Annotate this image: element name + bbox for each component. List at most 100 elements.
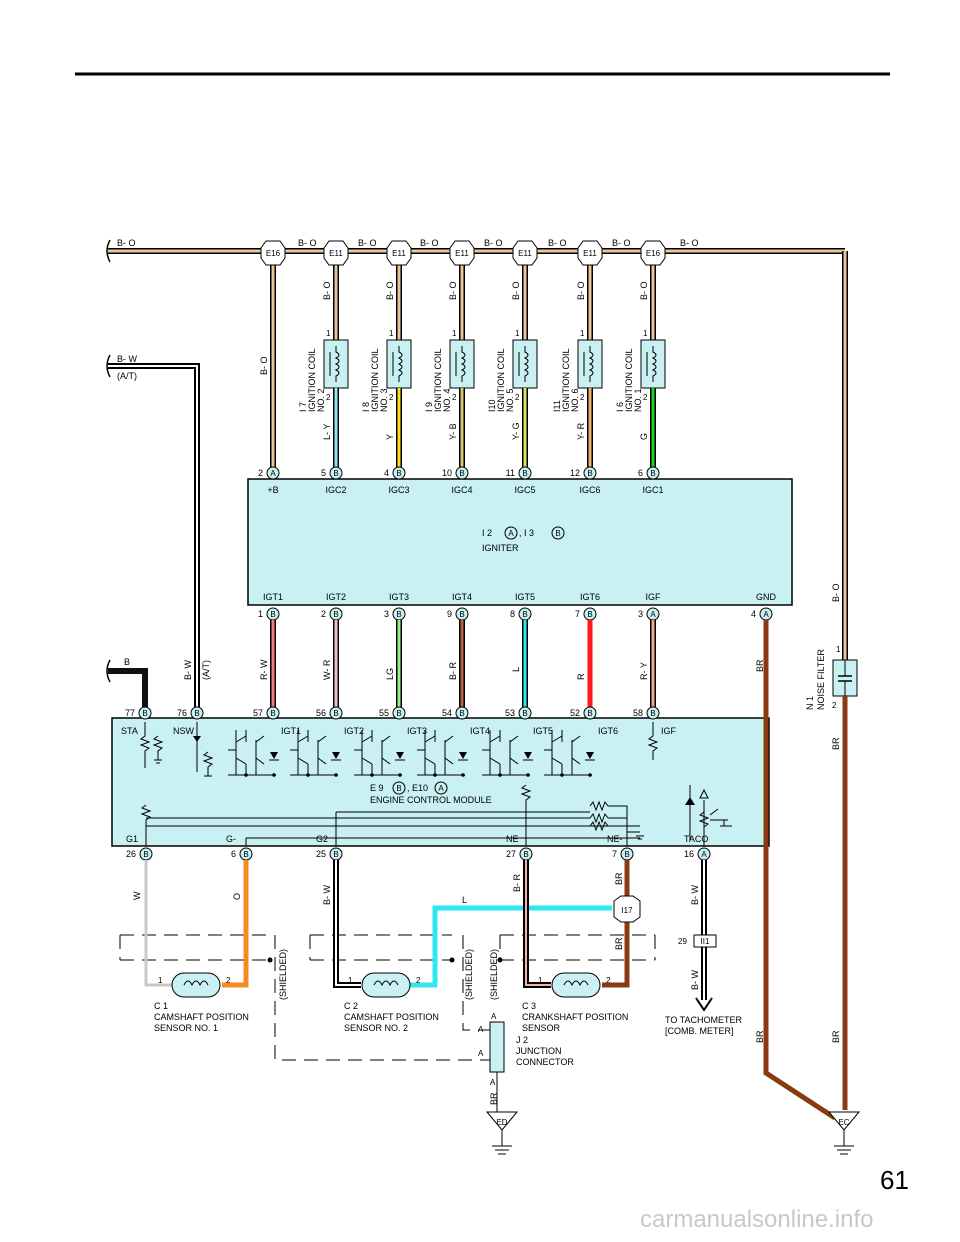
sensor-id: C 3	[522, 1001, 536, 1011]
coil-id: I 7	[298, 402, 308, 412]
coil-bottom-wire-label: Y	[385, 434, 395, 440]
b-break-icon	[106, 659, 111, 683]
g2-wire-label: B- W	[322, 884, 332, 905]
igniter-bottom-pin-label: B	[459, 610, 464, 619]
shielded-label-2: (SHIELDED)	[464, 949, 474, 1000]
ecm-bottom-pin-label: B	[243, 850, 248, 859]
sensor-pin2: 2	[606, 976, 611, 985]
b-wire-label: B	[124, 657, 130, 667]
igniter-top-pin-label: +B	[267, 485, 278, 495]
coil-pin1: 1	[580, 329, 585, 338]
igniter-bottom-pin-label: IGT6	[580, 592, 600, 602]
ecm-top-pin-num: 55	[379, 708, 389, 718]
coil-pin2: 2	[515, 393, 520, 402]
igt-wire-label: L	[511, 667, 521, 672]
noise-filter-id: N 1	[805, 696, 815, 710]
j2-pin-a2: A	[478, 1025, 484, 1034]
igniter-bottom-pin-label: GND	[756, 592, 777, 602]
coil-top-wire-label: B- O	[639, 281, 649, 300]
svg-text:, I 3: , I 3	[519, 528, 534, 538]
gnd-wire-label: BR	[755, 659, 765, 672]
ecm-top-pin-num: 56	[316, 708, 326, 718]
ecm-title: E 9 B , E10 A ENGINE CONTROL MODULE	[370, 781, 492, 805]
ecm-top-pin-label: B	[587, 709, 592, 718]
bus-connector-label: E16	[266, 249, 281, 258]
igt-wire: W- R	[322, 620, 339, 707]
igniter-bottom-pin-label: A	[763, 610, 769, 619]
igt-wire: R- Y	[639, 620, 656, 707]
coil-number: NO. 3	[379, 388, 389, 412]
noise-filter-wire-top: B- O	[831, 583, 841, 602]
igt-wire: L	[511, 620, 528, 707]
sensor-pin2: 2	[416, 976, 421, 985]
bus-connector: E11	[323, 240, 349, 266]
coil-name: IGNITION COIL	[307, 348, 317, 412]
gnd-wire-label-2: BR	[755, 1030, 765, 1043]
j2-pin-a4: A	[490, 1078, 496, 1087]
gnd-wire	[763, 620, 848, 1121]
bus-segment-label: B- O	[484, 238, 503, 248]
ecm-bottom-pin-label: G-	[226, 834, 236, 844]
j2-line1: JUNCTION	[516, 1046, 562, 1056]
coil-id: I 8	[361, 402, 371, 412]
sensor-pin1: 1	[348, 976, 353, 985]
neminus-wire-label-2: BR	[614, 937, 624, 950]
ecm-top-pin-label: IGT2	[344, 726, 364, 736]
coil-bottom-wire-label: Y- R	[576, 422, 586, 440]
igniter-bottom-pin-label: IGT1	[263, 592, 283, 602]
j2-pin-a3: A	[478, 1049, 484, 1058]
bus-connector-label: E11	[518, 249, 532, 258]
sensor-pin1: 1	[158, 976, 163, 985]
coil-pin1: 1	[326, 329, 331, 338]
coil-id: I11	[552, 400, 562, 412]
plus-b-wire-label: B- O	[259, 356, 269, 375]
bus-connector-label: E11	[392, 249, 406, 258]
coil-pin1: 1	[643, 329, 648, 338]
ecm-bottom-pin-num: 6	[231, 849, 236, 859]
igniter-bottom-pin-num: 3	[638, 609, 643, 619]
bus-connector-label: E11	[329, 249, 343, 258]
noise-filter-pin1: 1	[836, 645, 841, 654]
sensor-id: C 2	[344, 1001, 358, 1011]
ecm-bottom-pin-label: B	[624, 850, 629, 859]
ecm-top-pin-label: B	[396, 709, 401, 718]
coil-bottom-wire-label: Y- G	[511, 422, 521, 440]
coil-bottom-wire-label: G	[639, 433, 649, 440]
bus-connector: E11	[386, 240, 412, 266]
ecm-bottom-pin-num: 7	[612, 849, 617, 859]
sensor-pin1: 1	[538, 976, 543, 985]
ecm-top-pin-label: IGF	[661, 726, 677, 736]
igniter-top-pin-label: IGC4	[451, 485, 472, 495]
bus-connector: E11	[577, 240, 603, 266]
bw-wire-label-vertical: B- W	[183, 659, 193, 680]
ecm-top-pin-label: IGT6	[598, 726, 618, 736]
bus-connector-label: E16	[646, 249, 661, 258]
svg-text:, E10: , E10	[407, 783, 428, 793]
igniter-top-pin-label: A	[270, 469, 276, 478]
ecm-top-pin-label: B	[333, 709, 338, 718]
igt-wire-label: W- R	[322, 659, 332, 680]
ecm-bottom-pin-label: G1	[126, 834, 138, 844]
junction-ii1: II1 29	[678, 934, 717, 948]
ground-ec: EC	[827, 1111, 861, 1155]
igniter-bottom-pin-label: B	[270, 610, 275, 619]
bus-segment-label: B- O	[298, 238, 317, 248]
svg-text:E 9: E 9	[370, 783, 384, 793]
ecm-top-pin-label: B	[194, 709, 199, 718]
sensor-name: CAMSHAFT POSITION	[154, 1012, 249, 1022]
ne-wire	[523, 860, 551, 988]
sensor-pin2: 2	[226, 976, 231, 985]
coil-id: I 6	[615, 402, 625, 412]
ecm-top-pin-label: B	[522, 709, 527, 718]
coil-pin2: 2	[389, 393, 394, 402]
ecm-top-pin-label: IGT5	[533, 726, 553, 736]
ecm-top-pin-num: 53	[505, 708, 515, 718]
coil-number: NO. 4	[442, 388, 452, 412]
igniter-top-pin	[455, 466, 469, 480]
j2-line2: CONNECTOR	[516, 1057, 574, 1067]
igniter-top-pin-num: 11	[506, 468, 515, 478]
svg-text:IGNITER: IGNITER	[482, 543, 519, 553]
igt-wire-label: R	[576, 673, 586, 680]
